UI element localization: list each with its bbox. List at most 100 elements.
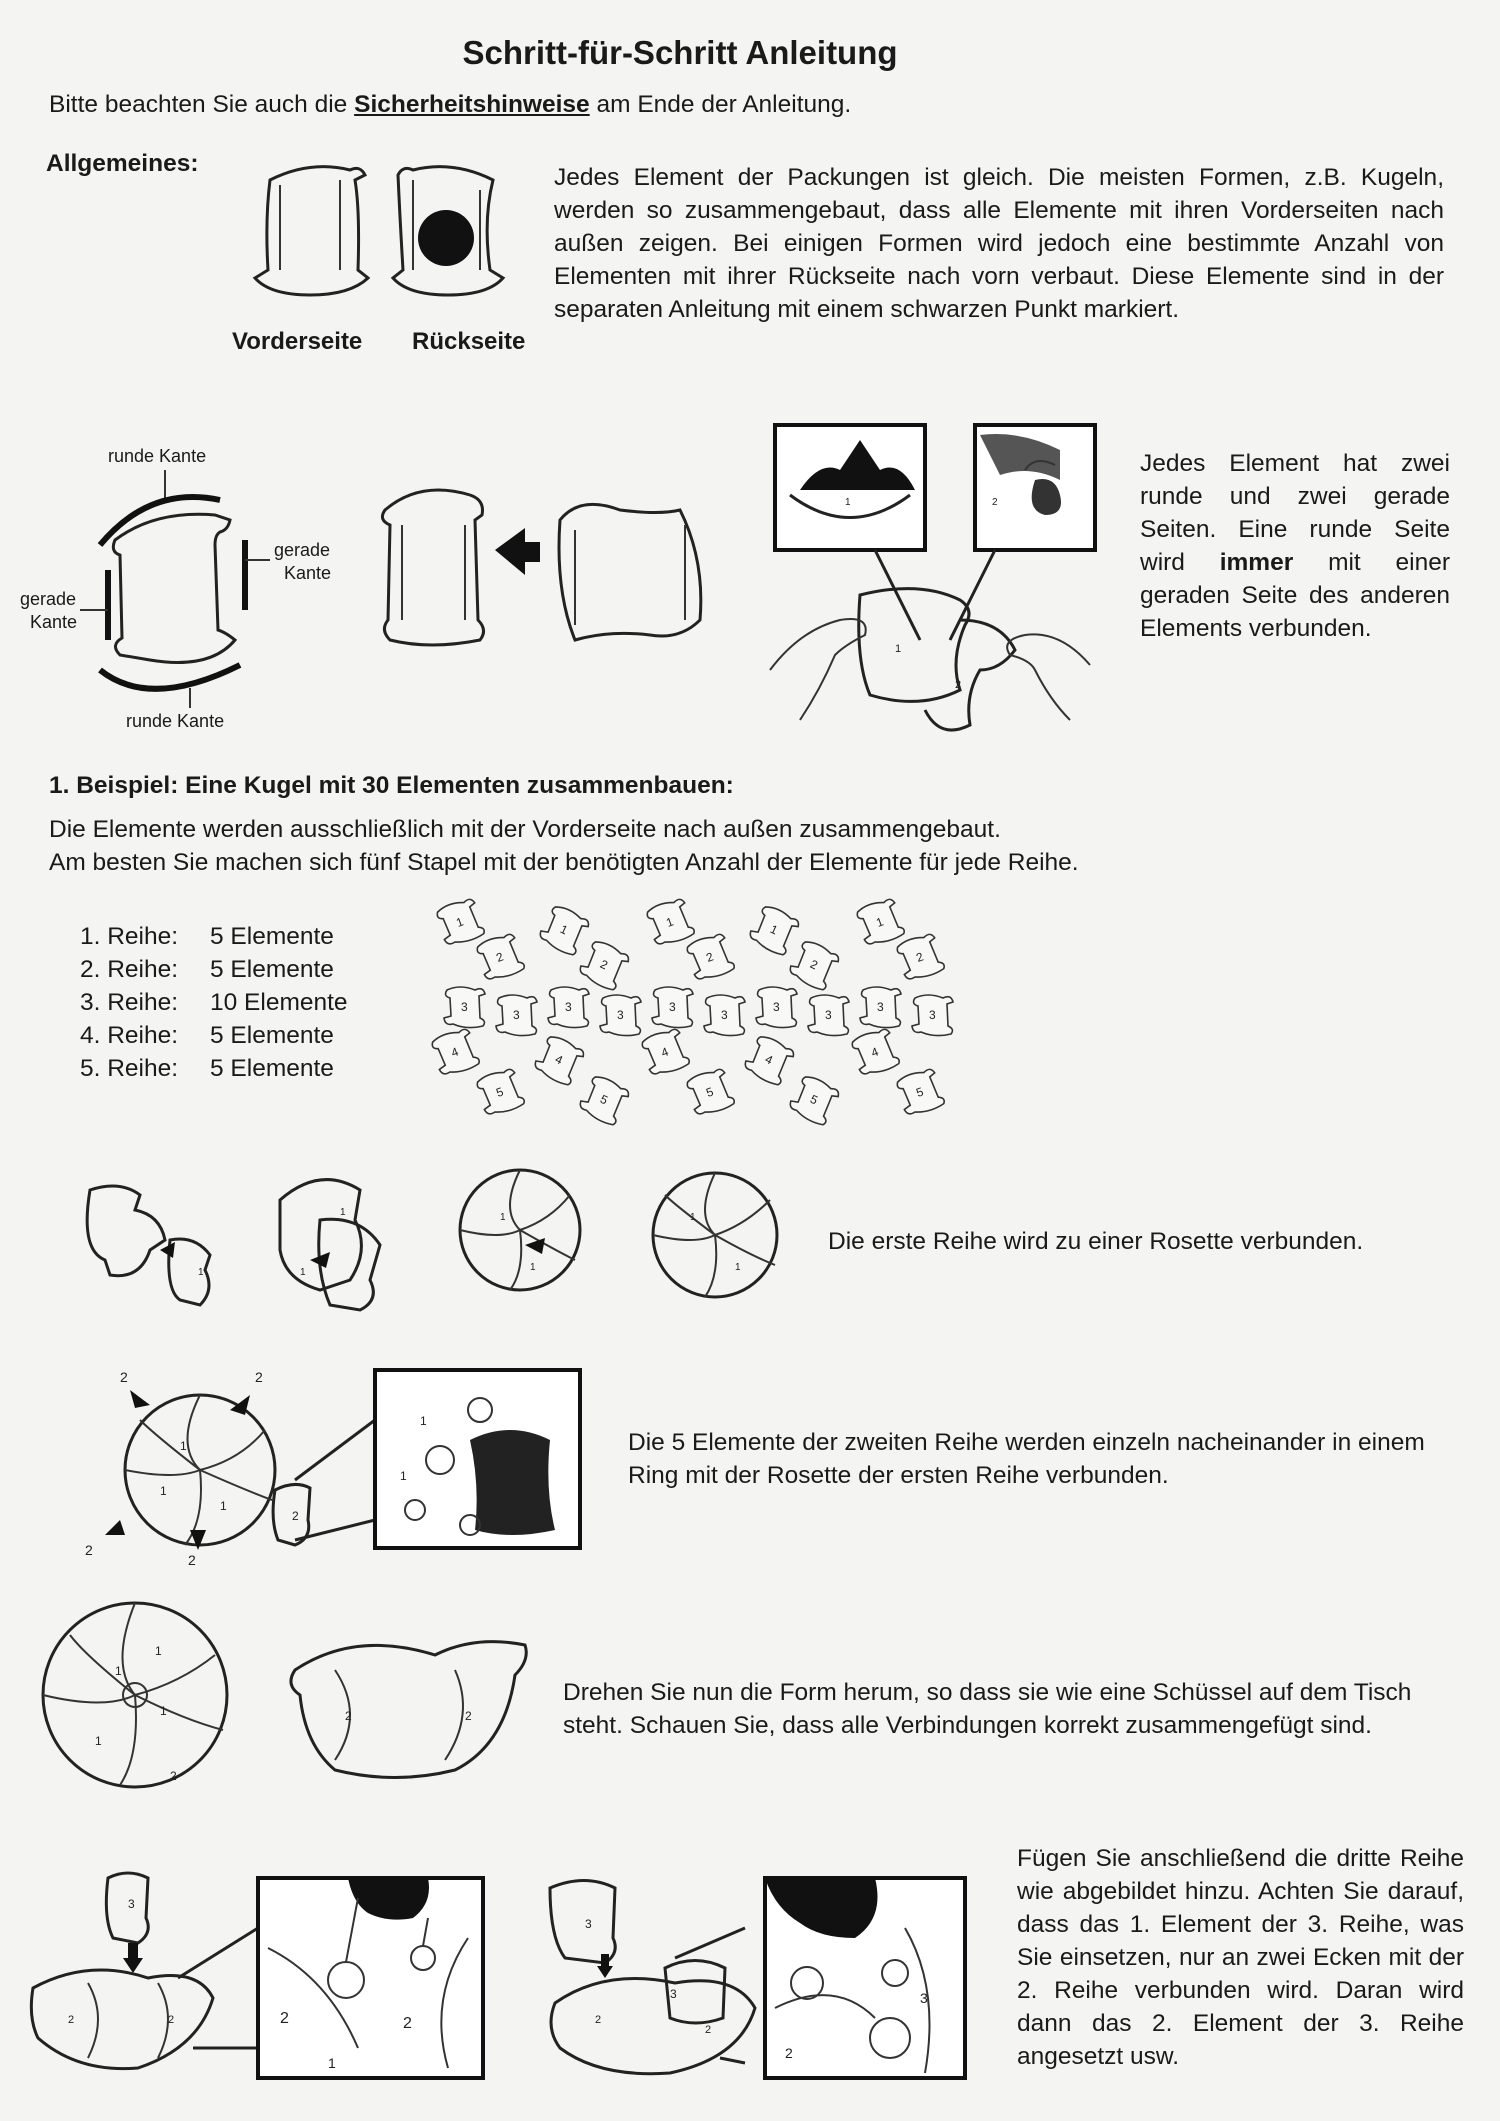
element-piece: 3 (495, 994, 538, 1037)
edges-text: Jedes Element hat zwei runde und zwei ge… (1140, 447, 1450, 645)
example-line-2: Am besten Sie machen sich fünf Stapel mi… (49, 849, 1079, 876)
hands-illustration: 1 2 1 2 (769, 423, 1097, 732)
edge-label-straight-right-1: gerade (274, 540, 331, 560)
svg-text:2: 2 (595, 2014, 601, 2026)
svg-text:2: 2 (403, 2015, 412, 2032)
element-piece: 5 (896, 1068, 945, 1115)
edge-label-straight-right-2: Kante (284, 563, 332, 583)
piece-number: 3 (461, 1000, 468, 1014)
piece-number: 5 (914, 1084, 925, 1100)
svg-text:1: 1 (160, 1484, 167, 1498)
edge-label-straight-left-1: gerade (20, 589, 77, 609)
svg-text:2: 2 (188, 1552, 196, 1568)
back-dot-icon (418, 210, 474, 266)
piece-number: 1 (664, 914, 675, 930)
svg-text:2: 2 (255, 1369, 263, 1385)
intro-line: Bitte beachten Sie auch die Sicherheitsh… (49, 91, 851, 119)
back-element (390, 165, 506, 297)
second-row-illustration: 1 1 1 2 2 2 2 2 1 1 (85, 1368, 582, 1568)
svg-text:3: 3 (920, 1990, 928, 2006)
arrow-icon (130, 1390, 150, 1408)
svg-text:1: 1 (95, 1734, 102, 1748)
edges-text-2: mit einer geraden Seite des anderen Elem… (1140, 549, 1450, 642)
row-item: 1. Reihe:5 Elemente (80, 923, 334, 950)
svg-text:1: 1 (530, 1262, 536, 1273)
piece-number: 1 (874, 914, 885, 930)
row-item: 3. Reihe:10 Elemente (80, 989, 348, 1016)
svg-text:1: 1 (340, 1207, 346, 1218)
svg-text:1: 1 (300, 1267, 306, 1278)
piece-number: 2 (914, 949, 925, 965)
svg-text:2: 2 (465, 1709, 472, 1723)
piece-number: 5 (704, 1084, 715, 1100)
back-label: Rückseite (412, 328, 526, 355)
element-piece: 2 (896, 933, 945, 980)
arrow-down-icon (597, 1954, 613, 1978)
element-piece: 3 (703, 994, 746, 1037)
element-piece: 2 (579, 941, 630, 991)
step-rosette-text: Die erste Reihe wird zu einer Rosette ve… (828, 1228, 1364, 1255)
element-piece: 1 (856, 898, 905, 945)
arrow-left-icon (495, 528, 540, 575)
svg-text:1: 1 (115, 1664, 122, 1678)
element-piece: 2 (789, 941, 840, 991)
arrow-icon (160, 1242, 175, 1258)
page-title: Schritt-für-Schritt Anleitung (462, 34, 898, 71)
svg-text:1: 1 (420, 1414, 427, 1428)
third-row-illustration-left: 3 2 2 2 2 1 (29, 1871, 485, 2080)
step-third-row-text: Fügen Sie anschließend die dritte Reihe … (1017, 1845, 1464, 2070)
svg-text:1: 1 (155, 1644, 162, 1658)
row-item: 2. Reihe:5 Elemente (80, 956, 334, 983)
piece-number: 3 (773, 1000, 780, 1014)
svg-text:1: 1 (845, 497, 851, 508)
arrow-icon (230, 1395, 250, 1415)
arrow-icon (105, 1520, 125, 1535)
piece-number: 3 (721, 1008, 728, 1022)
svg-text:1: 1 (198, 1267, 204, 1278)
piece-number: 5 (494, 1084, 505, 1100)
element-piece: 5 (686, 1068, 735, 1115)
svg-text:2: 2 (955, 679, 961, 691)
svg-text:1: 1 (220, 1499, 227, 1513)
svg-text:1: 1 (328, 2055, 336, 2071)
svg-text:2: 2 (292, 1509, 299, 1523)
row-item: 4. Reihe:5 Elemente (80, 1022, 334, 1049)
piece-number: 1 (454, 914, 465, 930)
svg-text:3: 3 (128, 1897, 135, 1911)
arrow-down-icon (123, 1943, 143, 1973)
edges-text-strong: immer (1219, 549, 1294, 576)
step-second-row-text: Die 5 Elemente der zweiten Reihe werden … (628, 1429, 1425, 1489)
svg-text:2: 2 (992, 497, 998, 508)
piece-number: 3 (929, 1008, 936, 1022)
element-piece: 5 (789, 1076, 840, 1126)
svg-text:2: 2 (785, 2045, 793, 2061)
element-piece: 3 (859, 986, 902, 1029)
arrow-icon (310, 1252, 330, 1268)
piece-number: 4 (449, 1044, 460, 1060)
edges-text-1: Jedes Element hat zwei runde und zwei ge… (1140, 450, 1450, 576)
svg-text:2: 2 (345, 1709, 352, 1723)
edge-label-round-bottom: runde Kante (126, 711, 225, 731)
edge-label-straight-left-2: Kante (30, 612, 78, 632)
piece-number: 3 (617, 1008, 624, 1022)
general-text: Jedes Element der Packungen ist gleich. … (554, 164, 1444, 323)
edge-label-round-top: runde Kante (108, 446, 207, 466)
svg-text:2: 2 (168, 2014, 174, 2026)
intro-before: Bitte beachten Sie auch die (49, 91, 348, 118)
element-piece: 4 (744, 1036, 795, 1086)
piece-number: 4 (659, 1044, 670, 1060)
svg-text:3: 3 (670, 1987, 677, 2001)
piece-number: 3 (513, 1008, 520, 1022)
element-piece: 1 (749, 906, 800, 956)
general-heading: Allgemeines: (46, 150, 199, 177)
svg-text:2: 2 (68, 2014, 74, 2026)
element-piece: 5 (476, 1068, 525, 1115)
safety-link: Sicherheitshinweise (354, 91, 590, 118)
svg-text:2: 2 (705, 2024, 711, 2036)
element-piece: 3 (651, 986, 694, 1029)
svg-text:1: 1 (500, 1212, 506, 1223)
example-line-1: Die Elemente werden ausschließlich mit d… (49, 816, 1001, 843)
element-piece: 3 (807, 994, 850, 1037)
edge-diagram (80, 470, 270, 708)
row-list: 1. Reihe:5 Elemente 2. Reihe:5 Elemente … (80, 920, 348, 1085)
